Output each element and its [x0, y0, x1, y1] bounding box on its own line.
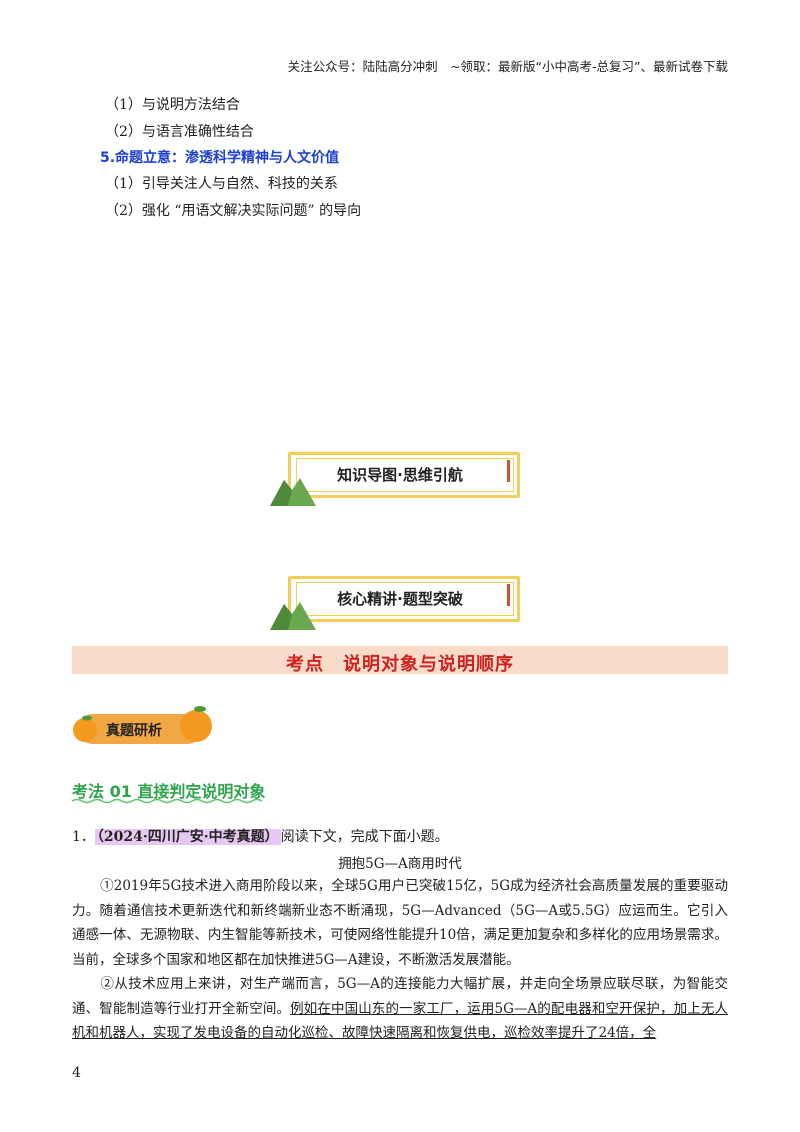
outline-item: （2）强化 “用语文解决实际问题” 的导向 [105, 203, 362, 219]
paragraph-text: ①2019年5G技术进入商用阶段以来，全球5G用户已突破15亿，5G成为经济社会… [72, 878, 728, 968]
passage-title: 拥抱5G—A商用时代 [338, 856, 462, 872]
question-line: 1．（2024·四川广安·中考真题）阅读下文，完成下面小题。 [72, 826, 449, 846]
mindmap-banner: 知识导图·思维引航 [270, 452, 520, 506]
question-number: 1． [72, 829, 95, 845]
page-header: 关注公众号：陆陆高分冲刺 ~领取：最新版“小中高考-总复习”、最新试卷下载 [287, 59, 728, 74]
orange-icon [180, 706, 212, 742]
core-banner: 核心精讲·题型突破 [270, 576, 520, 630]
underlined-text: 例如在中国山东的一家工厂，运用5G—A的配电器和空开保护，加上无人机和机器人，实… [72, 1000, 729, 1042]
passage-paragraph: ②从技术应用上来讲，对生产端而言，5G—A的连接能力大幅扩展，并走向全场景应联尽… [72, 972, 728, 1046]
section-pill: 真题研析 [73, 706, 212, 744]
question-prompt: 阅读下文，完成下面小题。 [280, 829, 449, 845]
banner-title: 核心精讲·题型突破 [337, 590, 463, 608]
mountain-icon [270, 478, 316, 506]
page-number: 4 [72, 1065, 81, 1081]
orange-icon [73, 715, 97, 742]
kaodian-bar: 考点 说明对象与说明顺序 [72, 646, 728, 675]
wave-underline [72, 798, 262, 804]
outline-item: （1）与说明方法结合 [105, 97, 240, 113]
method-heading: 考法 01 直接判定说明对象 [72, 782, 266, 801]
pill-label: 真题研析 [106, 723, 162, 739]
passage-paragraph: ①2019年5G技术进入商用阶段以来，全球5G用户已突破15亿，5G成为经济社会… [72, 874, 728, 972]
kaodian-title: 考点 说明对象与说明顺序 [286, 654, 514, 675]
paragraph-text: ②从技术应用上来讲，对生产端而言，5G—A的连接能力大幅扩展，并走向全场景应联尽… [72, 976, 728, 1017]
outline-item: （1）引导关注人与自然、科技的关系 [105, 176, 338, 192]
outline-item: （2）与语言准确性结合 [105, 124, 254, 140]
outline-heading: 5.命题立意：渗透科学精神与人文价值 [100, 150, 340, 166]
banner-title: 知识导图·思维引航 [337, 466, 463, 484]
question-source-tag: （2024·四川广安·中考真题） [94, 829, 281, 845]
mountain-icon [270, 602, 316, 630]
